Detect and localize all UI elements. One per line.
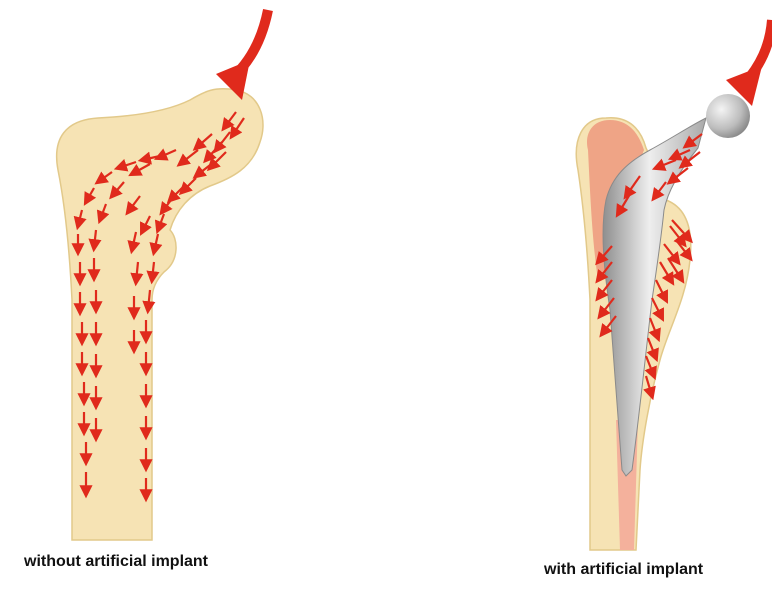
implant-ball	[706, 94, 750, 138]
right-panel	[576, 20, 772, 550]
caption-without-implant: without artificial implant	[24, 553, 208, 571]
left-panel	[57, 10, 268, 540]
caption-with-implant: with artificial implant	[544, 561, 703, 579]
